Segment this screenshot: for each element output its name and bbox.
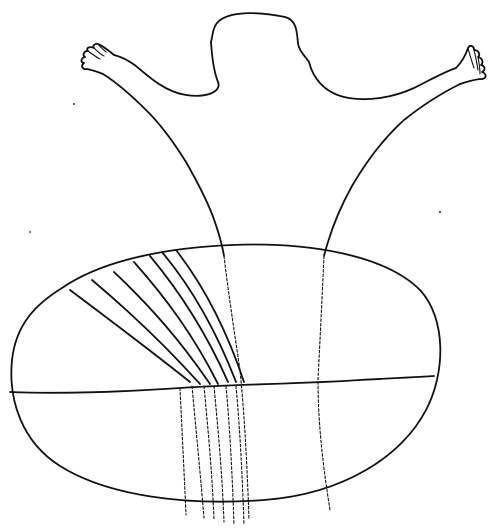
right-hand-fingers — [456, 46, 486, 84]
converging-line-7 — [176, 250, 244, 382]
lower-line-3 — [204, 386, 214, 520]
converging-line-1 — [70, 290, 190, 382]
figure-head-outline — [211, 13, 309, 62]
converging-line-3 — [114, 272, 210, 384]
left-arm-upper-outline — [114, 42, 219, 96]
speck — [29, 231, 31, 233]
left-arm-lower-outline — [103, 74, 224, 256]
speck — [439, 211, 441, 213]
ellipse-outline — [11, 245, 440, 502]
converging-line-6 — [162, 252, 236, 382]
lower-lines — [180, 386, 244, 524]
lower-line-6 — [236, 386, 244, 524]
lower-line-1 — [180, 388, 186, 515]
figure-outline — [81, 13, 485, 256]
right-arm-lower-outline — [324, 84, 460, 256]
converging-line-4 — [134, 262, 218, 384]
speck — [73, 103, 75, 105]
ellipse-center-line — [10, 376, 434, 393]
figure-body-lines — [224, 256, 330, 520]
ellipse-shape — [10, 245, 440, 502]
left-hand-fingers — [81, 44, 114, 74]
lower-line-2 — [192, 386, 204, 518]
specks — [29, 103, 441, 233]
right-arm-upper-outline — [309, 62, 456, 99]
converging-line-2 — [92, 280, 200, 384]
lower-line-5 — [226, 386, 234, 524]
converging-line-5 — [150, 256, 228, 382]
